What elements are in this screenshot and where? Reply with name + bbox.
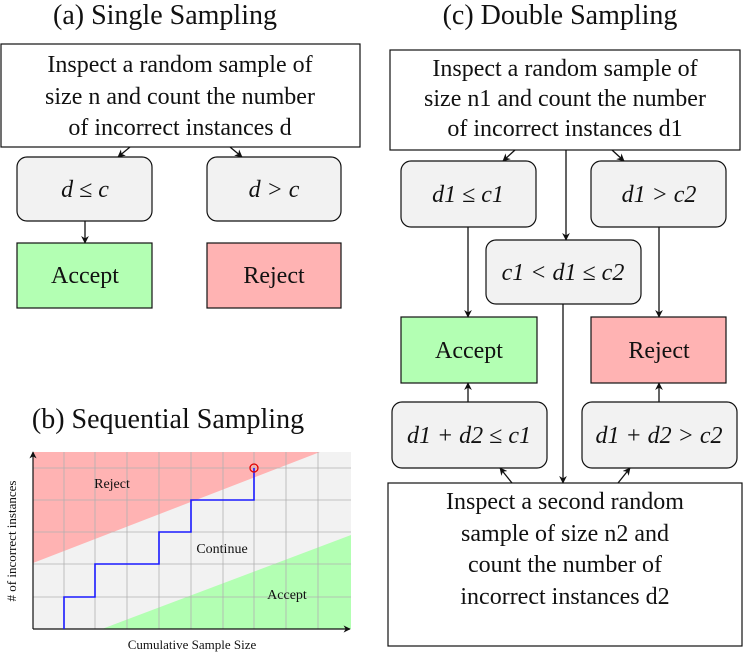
region-accept-label: Accept <box>267 588 307 603</box>
inspect-a-line-3: of incorrect instances d <box>68 115 291 141</box>
accept-c-text: Accept <box>435 338 503 364</box>
accept-box-a <box>16 242 153 309</box>
region-reject-label: Reject <box>94 477 130 492</box>
arrow-c-to-cond2-right <box>617 467 631 484</box>
sampling-path <box>63 468 255 629</box>
arrow-c-right <box>611 149 625 162</box>
inspect-box-a <box>0 43 361 148</box>
reject-region <box>33 452 320 563</box>
inspect-box-c1 <box>389 49 741 151</box>
panel-b-title: (b) Sequential Sampling <box>32 404 304 435</box>
region-continue-label: Continue <box>196 542 247 557</box>
y-axis-label: # of incorrect instances <box>4 481 19 602</box>
inspect-c1-line-1: Inspect a random sample of <box>432 56 697 82</box>
cond2-c-left-text: d1 + d2 ≤ c1 <box>407 423 531 449</box>
reject-a-text: Reject <box>243 263 305 289</box>
cond-a-left-text: d ≤ c <box>61 177 109 203</box>
panel-a-title: (a) Single Sampling <box>53 0 277 31</box>
inspect-box-c2 <box>387 482 743 647</box>
cond-c-left-text: d1 ≤ c1 <box>432 182 504 208</box>
arrow-a-right <box>229 146 243 158</box>
cond-c-right-text: d1 > c2 <box>622 182 697 208</box>
accept-box-c <box>400 316 538 384</box>
inspect-c1-line-3: of incorrect instances d1 <box>447 116 682 142</box>
cond-a-right-text: d > c <box>249 177 300 203</box>
grid-lines <box>33 452 351 629</box>
panel-double-sampling: (c) Double Sampling Inspect a random sam… <box>387 0 743 647</box>
inspect-c2-line-3: count the number of <box>468 552 662 578</box>
panel-sequential-sampling: (b) Sequential Sampling Reje <box>4 404 351 652</box>
stop-marker <box>249 463 259 473</box>
cond2-box-c-left <box>391 401 548 469</box>
inspect-c2-line-4: incorrect instances d2 <box>460 584 669 610</box>
arrow-c-left <box>502 149 516 162</box>
arrow-a-left <box>117 146 131 158</box>
reject-c-text: Reject <box>628 338 690 364</box>
accept-a-text: Accept <box>51 263 119 289</box>
panel-single-sampling: (a) Single Sampling Inspect a random sam… <box>0 0 361 309</box>
inspect-c2-line-1: Inspect a second random <box>446 489 684 515</box>
reject-box-c <box>590 316 727 384</box>
cond2-c-right-text: d1 + d2 > c2 <box>595 423 722 449</box>
x-axis-label: Cumulative Sample Size <box>128 637 257 652</box>
cond-box-a-right <box>206 156 342 222</box>
inspect-a-line-2: size n and count the number <box>45 84 315 110</box>
inspect-c2-line-2: sample of size n2 and <box>461 521 669 547</box>
inspect-c1-line-2: size n1 and count the number <box>424 86 706 112</box>
arrow-c-to-cond2-left <box>499 467 513 484</box>
cond-c-mid-text: c1 < d1 ≤ c2 <box>502 260 625 286</box>
reject-box-a <box>206 242 342 309</box>
panel-c-title: (c) Double Sampling <box>443 0 678 31</box>
inspect-a-line-1: Inspect a random sample of <box>47 52 312 78</box>
accept-region <box>102 535 351 629</box>
